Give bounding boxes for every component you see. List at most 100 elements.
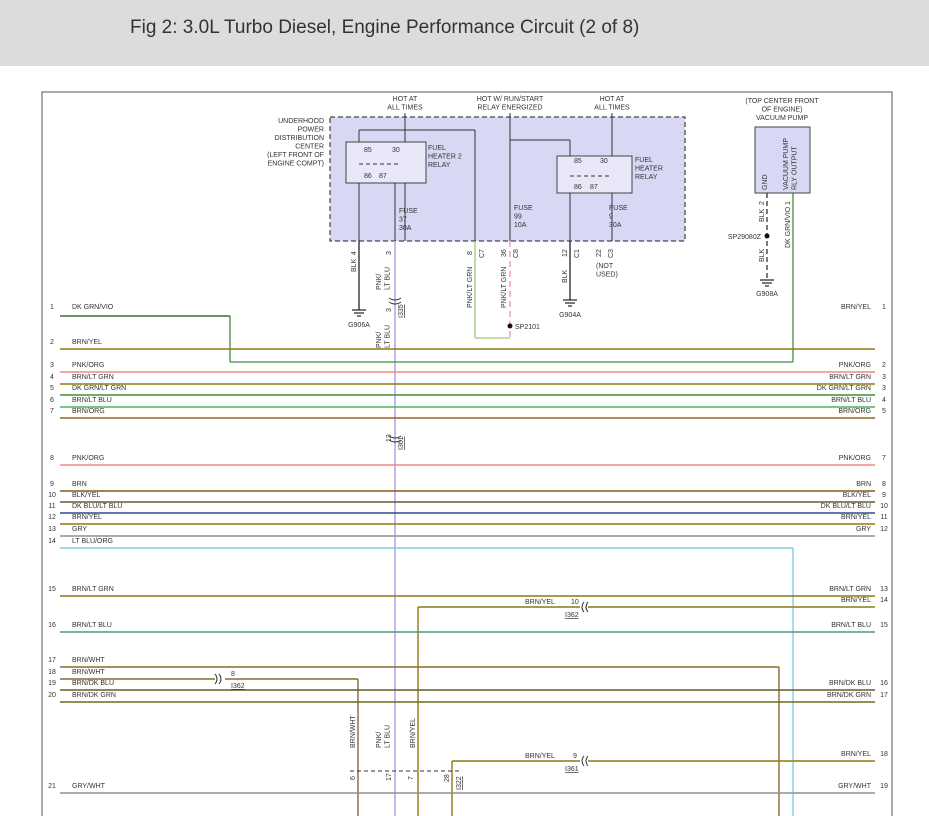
wire-left-num: 14	[48, 538, 56, 545]
wire-left-color: BRN/YEL	[72, 514, 102, 521]
bottom-brn-yel-wire: BRN/YEL	[410, 718, 417, 748]
i362-a-wire: BRN/YEL	[525, 599, 555, 606]
wire-right-num: 1	[882, 304, 886, 311]
wire-right-num: 19	[880, 783, 888, 790]
wire-right-num: 9	[882, 492, 886, 499]
wire-right-num: 3	[882, 374, 886, 381]
wire-left-num: 1	[50, 304, 54, 311]
wire-right-num: 2	[882, 362, 886, 369]
wire-left-num: 17	[48, 657, 56, 664]
connector-marks	[214, 297, 589, 772]
wire-right-num: 10	[880, 503, 888, 510]
wire-left-num: 18	[48, 669, 56, 676]
wire-right-color: BRN	[856, 481, 871, 488]
i362-b-conn: I362	[231, 683, 245, 690]
bottom-pin-7: 7	[408, 776, 415, 780]
wire-right-color: DK GRN/LT GRN	[817, 385, 871, 392]
i361-b-conn: I361	[565, 766, 579, 773]
vp-pin-gnd: GND	[762, 174, 769, 190]
wire-right-color: BRN/YEL	[841, 514, 871, 521]
wire-left-num: 12	[48, 514, 56, 521]
fuel-heater-relay	[556, 155, 633, 194]
wire-left-num: 11	[48, 503, 55, 510]
vp-wire-gnd-2: BLK	[759, 248, 766, 262]
relay2-pin-86: 86	[574, 184, 582, 191]
wire-left-num: 16	[48, 622, 56, 629]
wire-right-num: 17	[880, 692, 888, 699]
wire-left-color: BRN/DK BLU	[72, 680, 114, 687]
wire-right-color: BRN/LT GRN	[829, 374, 871, 381]
wire-left-color: PNK/ORG	[72, 362, 104, 369]
wire-left-num: 9	[50, 481, 54, 488]
wire-right-color: DK BLU/LT BLU	[821, 503, 871, 510]
harness-wires	[60, 315, 875, 816]
wire-left-color: LT BLU/ORG	[72, 538, 113, 545]
relay1-pin-85: 85	[364, 147, 372, 154]
wire-left-color: BRN/WHT	[72, 657, 105, 664]
page-title: Fig 2: 3.0L Turbo Diesel, Engine Perform…	[130, 17, 640, 38]
i335-pin: 3	[386, 308, 393, 312]
wire-right-color: GRY/WHT	[838, 783, 872, 790]
wire-right-color: BRN/LT BLU	[831, 622, 871, 629]
wire-left-color: PNK/ORG	[72, 455, 104, 462]
bottom-pin-6: 6	[350, 776, 357, 780]
bottom-brn-wht-wire: BRN/WHT	[350, 715, 357, 748]
vp-pin-2: 2	[759, 201, 766, 205]
wire-right-num: 11	[880, 514, 887, 521]
wire-left-color: DK GRN/LT GRN	[72, 385, 126, 392]
pdc-internal-wires	[358, 113, 613, 241]
pdc-pin-12: 12	[562, 249, 569, 257]
pdc-conn-c7: C7	[479, 249, 486, 258]
relay2-pin-85: 85	[574, 158, 582, 165]
wire-left-num: 7	[50, 408, 54, 415]
pdc-pin-22: 22	[596, 249, 603, 257]
wire-right-num: 18	[880, 751, 888, 758]
wire-left-color: BRN/LT BLU	[72, 397, 112, 404]
wire-right-num: 13	[880, 586, 888, 593]
wire-left-num: 2	[50, 339, 54, 346]
relay1-pin-30: 30	[392, 147, 400, 154]
ground-g904a-label: G904A	[559, 312, 581, 319]
vacuum-pump-box	[754, 126, 811, 194]
wire-left-color: DK BLU/LT BLU	[72, 503, 122, 510]
pdc-conn-c1: C1	[574, 249, 581, 258]
wire-right-num: 5	[882, 408, 886, 415]
wire-left-color: GRY	[72, 526, 87, 533]
wire-left-color: BRN/WHT	[72, 669, 105, 676]
fuel-heater-2-relay	[345, 141, 427, 184]
i361-top-pin: 13	[386, 434, 393, 442]
bottom-pnk-lt-blu-wire: PNK/LT BLU	[376, 725, 392, 748]
wire-right-color: GRY	[856, 526, 871, 533]
wire-left-num: 8	[50, 455, 54, 462]
wire-left-num: 19	[48, 680, 56, 687]
i361-b-pin: 9	[573, 753, 577, 760]
wire-right-color: BRN/ORG	[838, 408, 871, 415]
wire-right-color: BLK/YEL	[843, 492, 872, 499]
i362-b-pin: 8	[231, 671, 235, 678]
vp-pin-1: 1	[785, 201, 792, 205]
wire-right-color: BRN/DK BLU	[829, 680, 871, 687]
vp-wire-gnd-1: BLK	[759, 208, 766, 222]
pdc-wire-blk-1: BLK	[351, 258, 358, 272]
i362-a-conn: I362	[565, 612, 579, 619]
pdc-pin-4: 4	[351, 251, 358, 255]
wire-left-num: 5	[50, 385, 54, 392]
wire-left-color: BRN	[72, 481, 87, 488]
wire-right-num: 15	[880, 622, 888, 629]
diagram-frame	[41, 91, 893, 816]
wire-left-color: DK GRN/VIO	[72, 304, 114, 311]
header-bar: Fig 2: 3.0L Turbo Diesel, Engine Perform…	[0, 0, 929, 66]
ground-symbols	[352, 279, 774, 317]
wire-left-num: 6	[50, 397, 54, 404]
wire-right-color: BRN/LT GRN	[829, 586, 871, 593]
wire-left-num: 13	[48, 526, 56, 533]
